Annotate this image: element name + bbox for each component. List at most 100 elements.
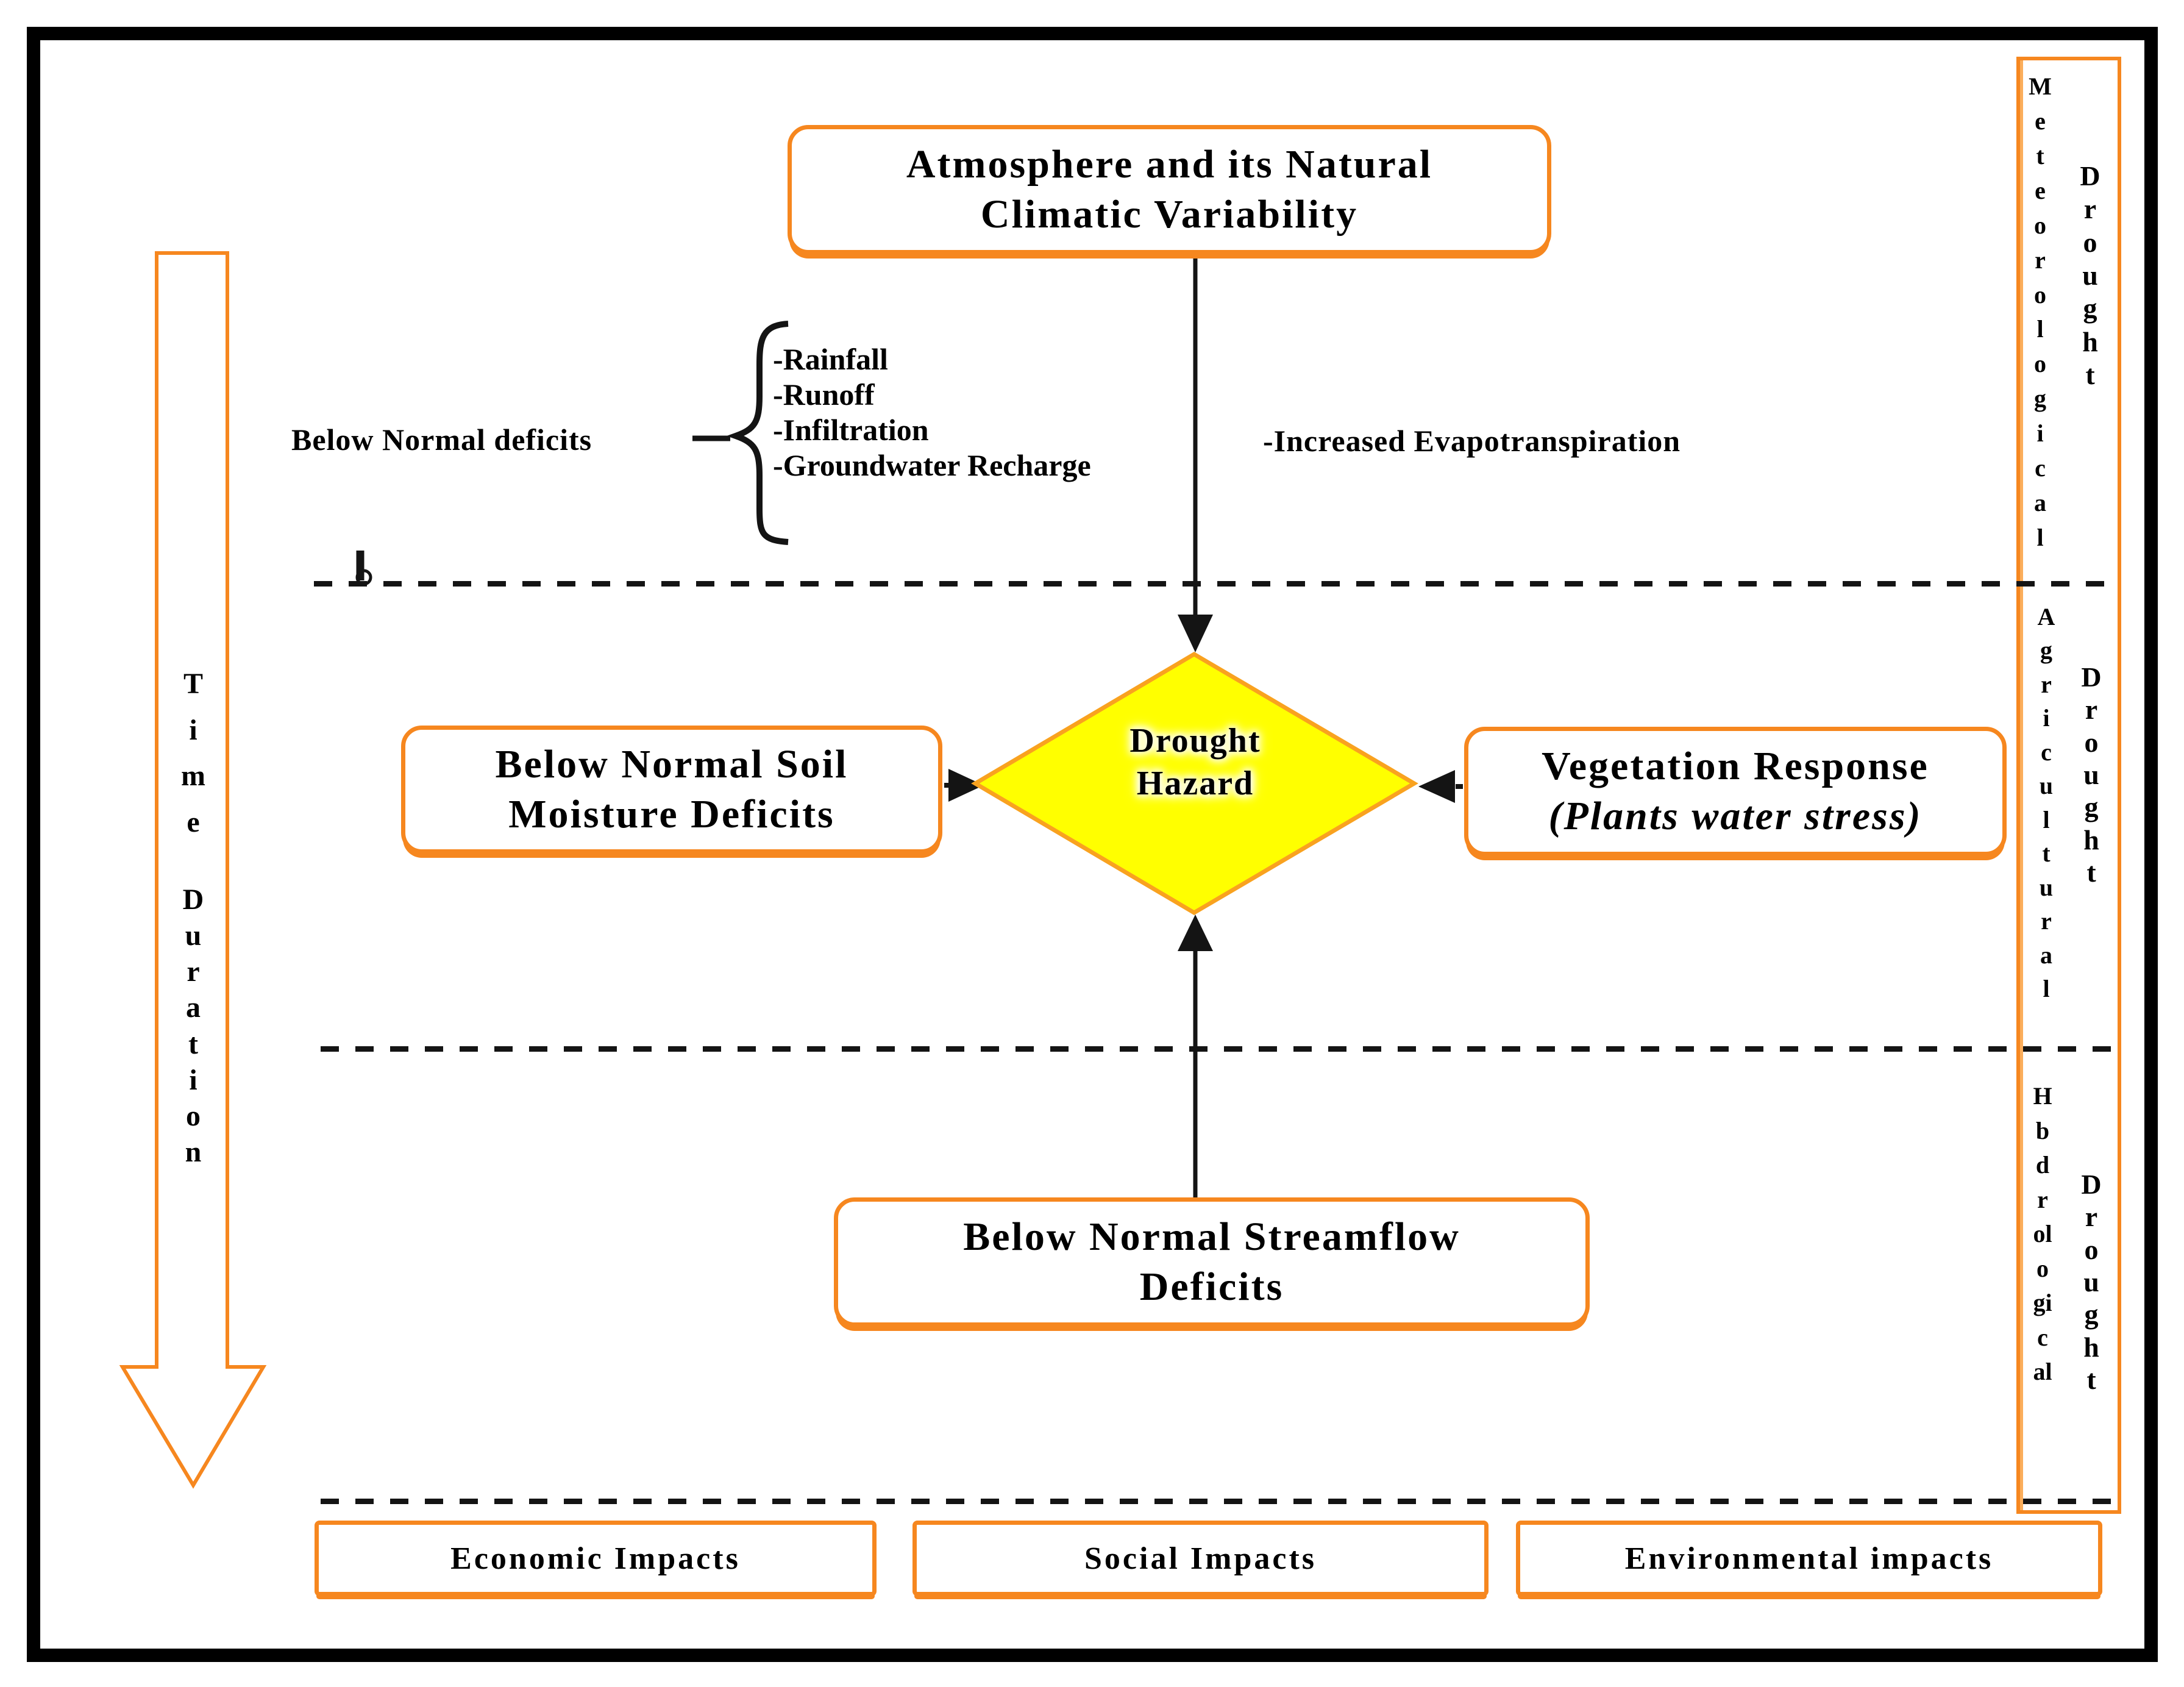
drought-letter: o bbox=[2083, 226, 2097, 258]
category-letter: A bbox=[2037, 603, 2055, 630]
duration-letter: t bbox=[188, 1027, 198, 1060]
drought-letter: t bbox=[2085, 358, 2095, 390]
outer-border bbox=[27, 27, 2158, 1662]
duration-letter: u bbox=[185, 919, 202, 952]
node-atmosphere: Atmosphere and its Natural Climatic Vari… bbox=[788, 125, 1551, 254]
time-letter: m bbox=[181, 760, 205, 793]
time-letter: T bbox=[183, 668, 203, 700]
category-letter: b bbox=[2035, 1116, 2050, 1144]
node-streamflow-line1: Below Normal Streamflow bbox=[963, 1214, 1460, 1259]
drought-letter: o bbox=[2084, 1233, 2099, 1265]
drought-letter: g bbox=[2084, 791, 2099, 823]
deficit-item: -Runoff bbox=[773, 377, 875, 412]
drought-letter: h bbox=[2083, 1331, 2099, 1363]
drought-hazard-line2: Hazard bbox=[1136, 765, 1254, 802]
duration-letter: r bbox=[187, 955, 200, 988]
deficit-item: -Groundwater Recharge bbox=[773, 448, 1091, 482]
drought-letter: g bbox=[2084, 1299, 2099, 1330]
dashed-separator-impacts bbox=[321, 1499, 2121, 1504]
node-vegetation: Vegetation Response (Plants water stress… bbox=[1464, 727, 2007, 856]
drought-letter: r bbox=[2085, 694, 2098, 726]
category-letter: l bbox=[2043, 805, 2050, 833]
category-letter: gi bbox=[2033, 1289, 2052, 1316]
duration-letter: a bbox=[186, 991, 201, 1024]
node-atmosphere-line1: Atmosphere and its Natural bbox=[906, 142, 1433, 187]
impact-economic-label: Economic Impacts bbox=[450, 1541, 741, 1576]
category-letter: al bbox=[2033, 1358, 2052, 1385]
time-letter: e bbox=[187, 805, 200, 838]
drought-letter: D bbox=[2080, 160, 2100, 191]
category-letter: c bbox=[2035, 454, 2046, 482]
drought-hazard-line1: Drought bbox=[1129, 722, 1261, 760]
drought-letter: D bbox=[2081, 662, 2102, 693]
duration-letter: o bbox=[186, 1099, 201, 1132]
impact-environmental-label: Environmental impacts bbox=[1624, 1541, 1994, 1576]
category-letter: t bbox=[2036, 141, 2044, 169]
node-streamflow: Below Normal Streamflow Deficits bbox=[834, 1197, 1590, 1327]
drought-letter: D bbox=[2081, 1169, 2102, 1200]
category-letter: i bbox=[2043, 704, 2050, 732]
category-letter: u bbox=[2039, 772, 2054, 800]
category-letter: g bbox=[2040, 637, 2052, 665]
node-atmosphere-line2: Climatic Variability bbox=[980, 192, 1359, 237]
category-letter: r bbox=[2035, 246, 2046, 274]
node-streamflow-line2: Deficits bbox=[1139, 1264, 1284, 1309]
drought-letter: t bbox=[2086, 856, 2096, 888]
category-letter: l bbox=[2036, 523, 2044, 551]
impact-environmental: Environmental impacts bbox=[1516, 1521, 2102, 1596]
drought-letter: u bbox=[2082, 259, 2098, 291]
category-letter: e bbox=[2035, 176, 2046, 204]
category-letter: H bbox=[2033, 1082, 2052, 1110]
duration-letter: i bbox=[189, 1063, 197, 1096]
deficit-item: -Rainfall bbox=[773, 342, 888, 376]
drought-letter: u bbox=[2083, 758, 2099, 790]
category-letter: g bbox=[2034, 385, 2046, 413]
category-letter: r bbox=[2041, 907, 2052, 935]
category-letter: a bbox=[2034, 489, 2046, 517]
category-letter: t bbox=[2042, 840, 2051, 868]
category-letter: o bbox=[2034, 350, 2046, 378]
deficit-item-list: -Rainfall-Runoff-Infiltration-Groundwate… bbox=[773, 341, 1091, 483]
time-letter: i bbox=[189, 713, 197, 746]
node-soil-moisture-line2: Moisture Deficits bbox=[508, 792, 835, 836]
category-letter: r bbox=[2041, 670, 2052, 698]
dashed-separator-agricultural-hydrological bbox=[321, 1046, 2120, 1052]
drought-letter: r bbox=[2083, 193, 2097, 225]
below-normal-deficits-label: Below Normal deficits bbox=[291, 423, 592, 457]
category-letter: l bbox=[2043, 974, 2050, 1002]
impact-social: Social Impacts bbox=[912, 1521, 1489, 1596]
category-letter: r bbox=[2037, 1185, 2048, 1213]
category-letter: o bbox=[2034, 280, 2046, 309]
drought-letter: u bbox=[2083, 1266, 2099, 1297]
node-vegetation-line2: (Plants water stress) bbox=[1548, 794, 1923, 838]
category-letter: e bbox=[2035, 107, 2046, 135]
category-letter: d bbox=[2035, 1151, 2050, 1179]
category-letter: i bbox=[2036, 419, 2044, 448]
category-letter: o bbox=[2036, 1254, 2049, 1282]
category-letter: l bbox=[2036, 315, 2044, 343]
drought-hazard-label: Drought Hazard bbox=[1072, 719, 1318, 805]
category-letter: M bbox=[2029, 73, 2052, 100]
impact-economic: Economic Impacts bbox=[315, 1521, 877, 1596]
category-letter: c bbox=[2037, 1323, 2048, 1351]
category-letter: u bbox=[2039, 873, 2054, 901]
node-vegetation-line1: Vegetation Response bbox=[1542, 744, 1929, 788]
drought-letter: h bbox=[2083, 824, 2099, 855]
deficit-item: -Infiltration bbox=[773, 413, 929, 447]
category-letter: c bbox=[2041, 738, 2052, 766]
node-soil-moisture: Below Normal Soil Moisture Deficits bbox=[401, 726, 942, 854]
node-soil-moisture-line1: Below Normal Soil bbox=[495, 742, 848, 786]
category-letter: o bbox=[2034, 211, 2046, 239]
duration-letter: n bbox=[185, 1135, 202, 1168]
dashed-separator-meteorological-agricultural bbox=[314, 581, 2120, 587]
drought-letter: r bbox=[2085, 1201, 2098, 1233]
